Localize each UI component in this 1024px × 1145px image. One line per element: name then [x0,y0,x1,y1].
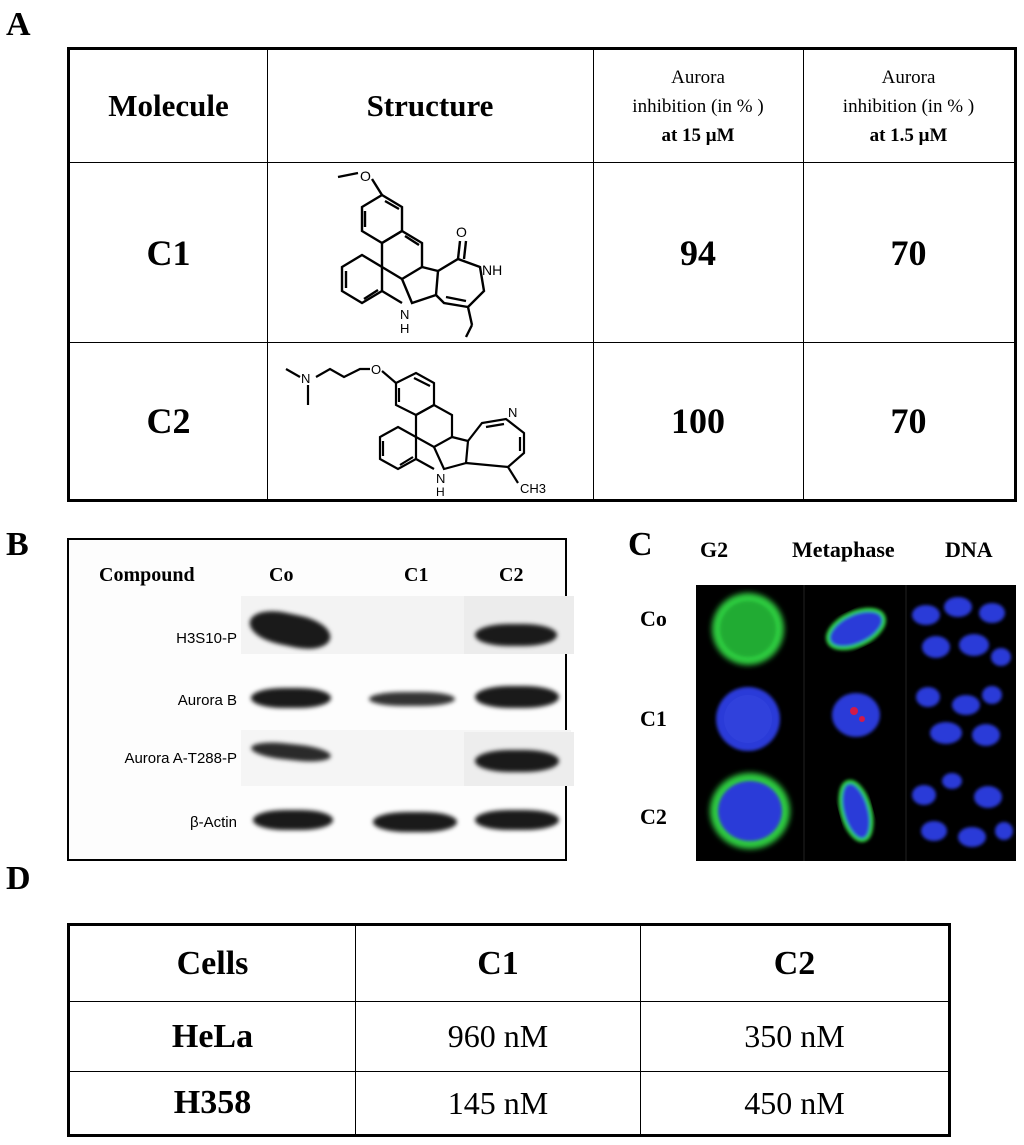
table-header-row: Molecule Structure Aurora inhibition (in… [70,50,1014,162]
header-line: inhibition (in % ) [632,95,764,117]
ic50-table: Cells C1 C2 HeLa 960 nM 350 nM H358 145 … [67,923,951,1137]
blot-row-label: β-Actin [190,814,237,831]
blot-lane-label: Co [269,564,294,586]
panel-label-a: A [6,6,31,43]
atom-label: O [371,362,381,377]
blot-row-label: H3S10-P [176,630,237,647]
ic50-value: 145 nM [447,1084,549,1121]
cell-metaphase [825,607,887,651]
micro-col-label: DNA [945,537,993,562]
cell-line-name: HeLa [171,1017,254,1055]
table-divider [70,162,1014,163]
dna-cells [916,686,1002,746]
table-divider [70,342,1014,343]
structure-c2: N O N N H CH3 [268,343,593,499]
table-divider [267,50,268,499]
table-divider [70,1071,948,1072]
micro-col-label: G2 [700,537,729,562]
blot-band [475,624,557,646]
blot-header-compound: Compound [99,564,195,586]
table-divider [640,926,641,1134]
header-cells: Cells [176,944,249,982]
blot-band [475,810,559,830]
inhibition-value: 100 [671,401,725,441]
header-inhibition-15: Aurora inhibition (in % ) at 15 μM [593,50,803,162]
atom-label: O [360,168,371,184]
panel-label-b: B [6,526,29,563]
atom-label: N [508,405,517,420]
table-divider [593,50,594,499]
blot-band [253,810,333,830]
atom-label: NH [482,262,502,278]
atom-label: H [400,321,409,336]
header-molecule: Molecule [108,88,229,123]
header-line: Aurora [881,66,936,88]
header-line: at 1.5 μM [869,124,948,146]
header-structure: Structure [366,88,494,123]
blot-row-label: Aurora A-T288-P [124,750,237,767]
blot-lane-label: C1 [404,564,429,586]
blot-band [475,750,559,772]
blot-band [475,686,559,708]
microscopy-image [710,585,1013,861]
blot-lane-label: C2 [499,564,524,586]
chemical-structure-c1: O O NH N H [337,168,502,338]
micro-col-label: Metaphase [792,537,895,562]
micro-row-label: C1 [640,706,667,731]
dna-cells [912,773,1013,847]
header-c2: C2 [773,944,816,982]
molecule-name: C2 [146,401,191,441]
header-c1: C1 [477,944,519,982]
structure-c1: O O NH N H [268,163,593,342]
dna-cells [912,597,1011,666]
cell-metaphase [838,779,874,843]
cell-line-name: H358 [173,1084,252,1121]
header-line: Aurora [671,66,725,88]
atom-label: N [301,371,310,386]
table-divider [70,1001,948,1002]
cell-metaphase [832,693,880,737]
blot-band [369,692,455,706]
inhibition-value: 94 [680,232,716,273]
blot-band [373,812,457,832]
ic50-value: 450 nM [744,1084,845,1121]
panel-label-c: C [628,526,653,563]
table-divider [803,50,804,499]
atom-label: O [456,224,467,240]
atom-label: N [436,471,445,486]
table-row: C2 [70,343,1014,499]
inhibition-value: 70 [890,401,927,441]
table-row: C1 [70,163,1014,342]
micro-row-label: Co [640,606,667,631]
header-line: inhibition (in % ) [842,95,975,117]
atom-label: H [436,485,445,499]
micro-row-label: C2 [640,804,667,829]
ic50-value: 350 nM [744,1018,845,1054]
molecule-name: C1 [146,232,191,273]
blot-row-label: Aurora B [177,692,237,709]
chemical-structure-c2: N O N N H CH3 [285,362,546,499]
western-blot: Compound Co C1 C2 H3S10-P Aurora B Auror… [67,538,574,861]
ic50-value: 960 nM [447,1018,549,1054]
inhibition-value: 70 [890,232,927,273]
panel-label-d: D [6,860,31,897]
atom-label: N [400,307,409,322]
table-divider [355,926,356,1134]
atom-label: CH3 [520,481,546,496]
blot-band [251,688,331,708]
aurora-inhibition-table: Molecule Structure Aurora inhibition (in… [67,47,1017,502]
header-line: at 15 μM [661,124,735,146]
header-inhibition-1-5: Aurora inhibition (in % ) at 1.5 μM [803,50,1014,162]
microscopy-grid [696,585,1016,861]
